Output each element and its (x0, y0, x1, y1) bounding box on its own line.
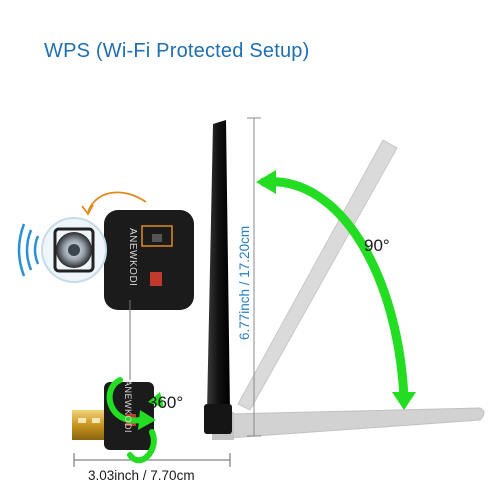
rotation-arrow-icon (256, 170, 416, 410)
height-dimension-line (247, 117, 261, 437)
width-dimension-label: 3.03inch / 7.70cm (88, 468, 195, 483)
swivel-angle-label: 360° (148, 393, 184, 412)
ghost-antenna-tilted (237, 139, 398, 411)
swivel-arrow-icon (106, 377, 164, 464)
callout-inset (81, 191, 194, 310)
brand-text-adapter: ANEWKODI (123, 380, 133, 434)
brand-text-inset: ANEWKODI (127, 228, 138, 287)
signal-waves-icon (17, 223, 40, 277)
usb-adapter (72, 382, 154, 450)
antenna (204, 120, 232, 434)
page-title: WPS (Wi-Fi Protected Setup) (44, 40, 310, 62)
height-dimension-label: 6.77inch / 17.20cm (237, 225, 252, 340)
tilt-angle-label: 90° (364, 236, 390, 255)
width-dimension-line (73, 453, 231, 467)
wps-button-icon (41, 217, 107, 283)
ghost-antenna-horizontal (212, 407, 485, 440)
